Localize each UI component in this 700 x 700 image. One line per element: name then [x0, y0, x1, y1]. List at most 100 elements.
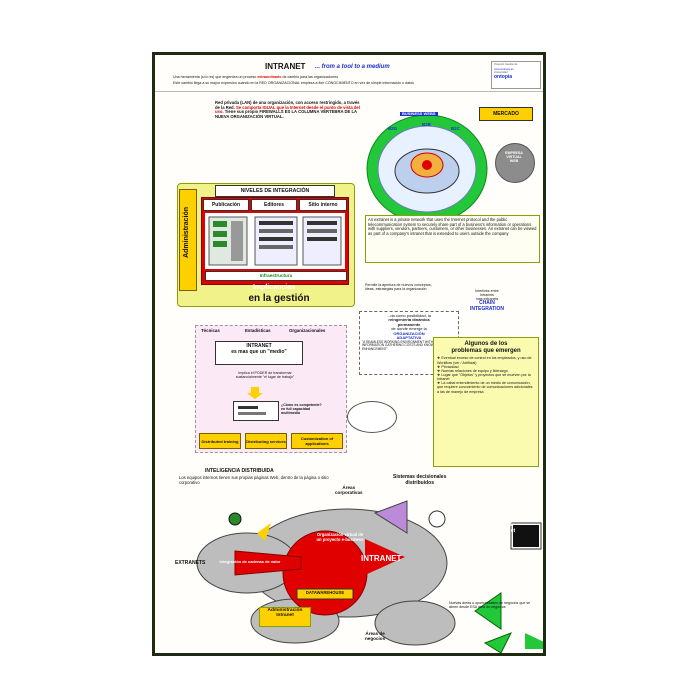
header-line-1c: de cambio para las organizaciones — [282, 75, 339, 79]
business-webs-label: BUSINESS WEBS — [400, 111, 438, 117]
integration-screens-art — [208, 216, 342, 266]
areas-corporativas: Áreas corporativas — [335, 485, 363, 496]
administracion-label: Administración — [183, 206, 191, 258]
areas-negocios: Áreas de negocios — [365, 631, 386, 642]
page-title: INTRANET — [265, 62, 306, 71]
reing-line-6: ADAPTATIVA — [396, 335, 422, 341]
header-logo: Proyecto Gestión de www.intranets.es Uni… — [491, 61, 541, 89]
col-publicacion: Publicación — [203, 199, 249, 211]
competente-text: ¿Cómo es competente? en full capacidad m… — [281, 403, 341, 415]
header-divider — [155, 91, 543, 92]
header-line-1a: Una herramienta (si lo es) que engendra … — [173, 75, 257, 79]
poster-frame: INTRANET ... from a tool to a medium Una… — [152, 52, 546, 656]
empresa-virtual-line-2: VIRTUAL — [506, 155, 522, 160]
problem-item: ❖ Privacidad — [437, 364, 459, 369]
logo-line-4: ontopia — [494, 73, 513, 80]
problem-item: ❖ Nuevas relaciones de equipo y liderazg… — [437, 368, 508, 373]
sistemas-decisionales: Sistemas decisionales distribuidos — [393, 474, 447, 486]
down-arrow-icon — [247, 387, 263, 399]
problem-item: ❖ Lugar que "Objetos" y proyectos que se… — [437, 373, 531, 382]
reing-line-5: ORGANIZACIÓN — [393, 330, 425, 336]
b2g-label: B2G — [388, 126, 398, 131]
box-customization: Customization of applications — [291, 433, 343, 449]
distributed-title: INTELIGENCIA DISTRIBUIDA — [205, 468, 274, 474]
distributed-diagram — [196, 500, 543, 653]
problems-title-2: problemas que emergen — [451, 347, 521, 354]
problems-list: ❖ Eventual exceso de control en los empl… — [437, 356, 535, 393]
opportunity-triangle-2 — [483, 632, 513, 653]
problems-title-1: Algunos de los — [464, 341, 508, 347]
reing-line-3: permanente — [397, 321, 421, 327]
integration-screens — [205, 213, 345, 269]
col-tecnicas: Técnicas — [201, 328, 220, 333]
niveles-title: NIVELES DE INTEGRACIÓN — [215, 185, 335, 197]
mercado-box: MERCADO — [479, 107, 533, 121]
problems-panel: Algunos de los problemas que emergen ❖ E… — [433, 337, 539, 467]
chain-line-2: Intranets — [480, 293, 494, 298]
header-line-2: Este cambio llega a su mayor expresión c… — [173, 81, 414, 85]
market-dot — [422, 160, 432, 170]
red-core — [282, 530, 368, 616]
extranets-label: EXTRANETS — [175, 560, 206, 566]
lan-description: Red privada (LAN) de una organización, c… — [215, 100, 365, 120]
lan-text-a: Red privada (LAN) de una organización, c… — [215, 100, 360, 110]
web-monitor-screen — [513, 525, 539, 547]
chain-description: Interlinks entre Intranets mas extranets… — [455, 289, 519, 312]
col-organizacionales: Organizacionales — [289, 328, 326, 333]
page-subtitle: ... from a tool to a medium — [315, 64, 390, 70]
negocios-cloud — [374, 600, 456, 646]
cadenas-label: Integración de cadenas de valor — [219, 559, 281, 564]
reing-line-2: reingeniería dinámica — [388, 317, 430, 323]
lan-text-b: Se comporta IGUAL que la Internet desde … — [215, 104, 360, 115]
b2c-label: B2C — [451, 126, 460, 131]
col-estadisticas: Estadísticas — [245, 328, 271, 333]
gestion-label: en la gestión — [248, 293, 310, 304]
b2b-label: B2B — [422, 122, 431, 127]
phone-icon — [228, 512, 242, 526]
chain-line-1: Interlinks entre — [475, 289, 499, 293]
multimedia-line-1: en full capacidad — [281, 407, 311, 412]
problem-item: ❖ La cabal entendimiento de un medio de … — [437, 381, 533, 394]
problem-item: ❖ Eventual exceso de control en los empl… — [437, 356, 532, 365]
market-diagram — [366, 114, 488, 223]
distributed-desc: Los equipos internos tienen sus propias … — [179, 475, 329, 485]
col-sitio-interno: Sitio interno — [299, 199, 347, 211]
intranet-big-label: INTRANET — [361, 554, 402, 563]
reing-line-1: ...da como posibilidad, la — [386, 313, 432, 318]
col-editores: Editores — [251, 199, 297, 211]
datawarehouse-label: DATAWAREHOUSE — [305, 590, 345, 595]
chain-title-2: INTEGRATION — [469, 305, 505, 312]
nuevas-areas-text: Nuevas áreas u oportunidades de negocios… — [449, 601, 531, 610]
administracion-bar — [179, 189, 197, 291]
competente-label: ¿Cómo es competente? — [281, 403, 322, 407]
empresa-virtual-label: EMPRESA VIRTUAL WEB — [495, 151, 533, 163]
opportunity-triangle-1 — [474, 592, 502, 630]
medio-es-medio: es mas que un "medio" — [231, 348, 287, 355]
admin-intranet-box: Administración Intranet — [259, 607, 311, 627]
infraestructura-label: Infraestructura — [205, 271, 347, 281]
implicancias-label: Implicancias — [252, 284, 296, 291]
datawarehouse-box — [296, 588, 354, 600]
intranet-arrow — [365, 539, 405, 575]
multimedia-screen — [233, 401, 279, 421]
web-internet-label: WEB Internet — [496, 522, 516, 534]
org-virtual-label: Organización virtual de un proyecto e-bu… — [316, 532, 364, 542]
multimedia-line-2: multimedia — [281, 411, 300, 416]
reing-line-7: "A SEAMLESS WORKING ENVIRONMENT WITH OTH… — [362, 339, 446, 351]
header-line-1b: extraordinario — [257, 75, 282, 79]
chain-title-1: CHAIN — [479, 300, 495, 307]
empresa-virtual-line-3: WEB — [509, 159, 519, 164]
header-line-1: Una herramienta (si lo es) que engendra … — [173, 75, 493, 79]
apertura-text: Permite la apertura de nuevos conceptos,… — [365, 283, 432, 292]
green-triangle — [525, 633, 543, 649]
multimedia-bubble — [347, 401, 397, 433]
box-distributed-training: Distributed training — [199, 433, 241, 449]
chain-line-3: mas extranets — [475, 297, 499, 302]
reing-line-4: de donde emerge la — [391, 326, 427, 332]
empresa-virtual-line-1: EMPRESA — [505, 151, 523, 155]
extranet-description: An extranet is a private network that us… — [365, 215, 540, 263]
lightning-icon — [257, 523, 271, 541]
cadenas-arrow — [234, 550, 302, 576]
medio-implica: Implica el PODER de transformar sustanci… — [235, 371, 295, 380]
lan-text-c: Tiene sus propio FIREWALLS ES LA COLUMNA… — [215, 109, 357, 120]
